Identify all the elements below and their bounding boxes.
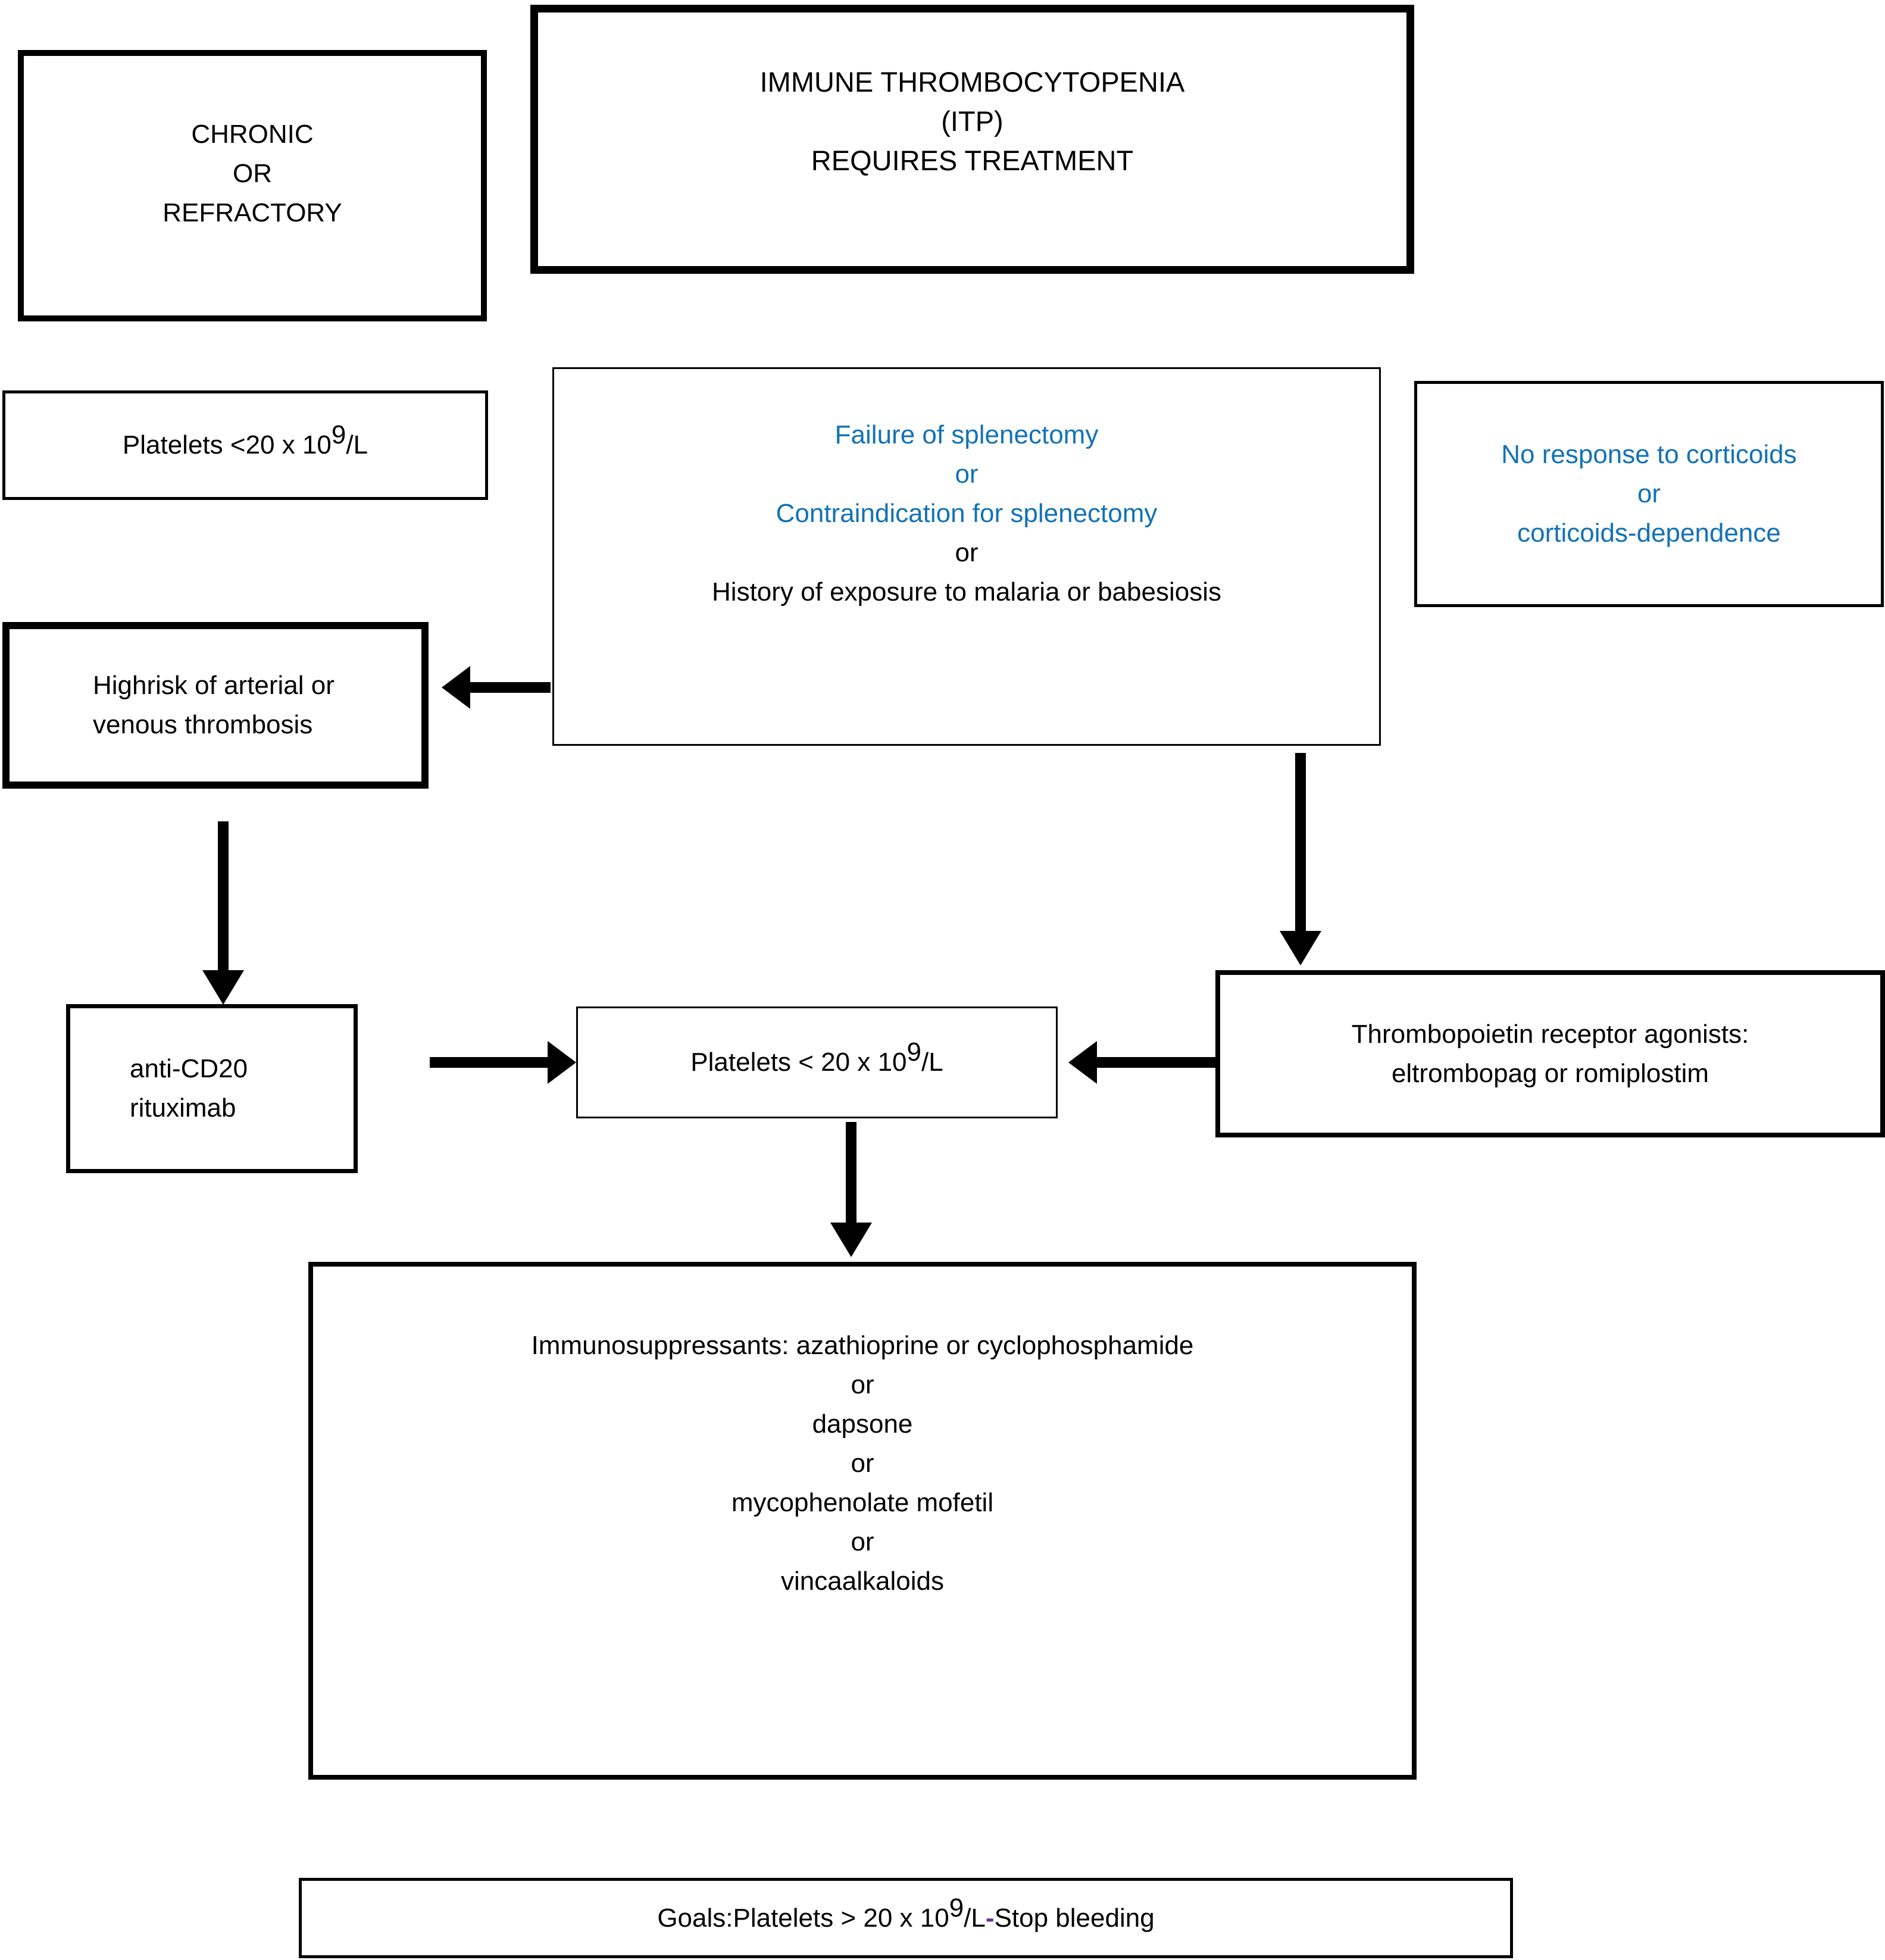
arrow-shaft: [470, 682, 551, 693]
superscript-9: 9: [331, 420, 346, 450]
text-line: eltrombopag or romiplostim: [1391, 1058, 1709, 1088]
arrowhead-left-icon: [442, 666, 470, 709]
text-line: corticoids-dependence: [1517, 518, 1781, 548]
arrow-shaft: [218, 821, 229, 970]
text-line: (ITP): [941, 105, 1004, 137]
text-line: History of exposure to malaria or babesi…: [712, 577, 1221, 607]
arrowhead-right-icon: [548, 1041, 576, 1084]
text-line: Immunosuppressants: azathioprine or cycl…: [531, 1331, 1194, 1360]
text-line: or: [1637, 479, 1661, 508]
text-line: dapsone: [812, 1409, 913, 1439]
text-line: or: [955, 459, 979, 489]
arrow-highrisk-to-anticd20: [202, 821, 244, 1005]
no-response-corticoids-box: No response to corticoids or corticoids-…: [1414, 381, 1884, 607]
arrow-shaft: [1097, 1057, 1217, 1068]
arrowhead-left-icon: [1068, 1041, 1097, 1084]
text-line: or: [851, 1370, 874, 1399]
arrow-shaft: [846, 1122, 856, 1223]
text-line: REFRACTORY: [162, 198, 342, 227]
text-line: Contraindication for splenectomy: [776, 499, 1158, 528]
arrowhead-down-icon: [830, 1223, 872, 1257]
platelets-below-20-left-box: Platelets <20 x 109/L: [2, 390, 488, 500]
text-line: anti-CD20: [130, 1054, 248, 1083]
text-line: Goals:Platelets > 20 x 109/L-Stop bleedi…: [657, 1893, 1155, 1933]
text-line: or: [851, 1449, 874, 1478]
immunosuppressants-box: Immunosuppressants: azathioprine or cycl…: [308, 1262, 1417, 1780]
text-line: Highrisk of arterial or: [93, 671, 335, 700]
arrow-tpo-to-platelets: [1068, 1041, 1217, 1084]
text-line: REQUIRES TREATMENT: [811, 145, 1134, 176]
text-line: IMMUNE THROMBOCYTOPENIA: [759, 66, 1185, 98]
text-line: Platelets <20 x 109/L: [122, 420, 368, 459]
arrow-shaft: [1295, 753, 1306, 931]
text-line: OR: [233, 159, 272, 188]
highrisk-thrombosis-box: Highrisk of arterial or venous thrombosi…: [2, 622, 429, 789]
text-line: CHRONIC: [191, 120, 314, 149]
text-line: vincaalkaloids: [781, 1567, 944, 1596]
splenectomy-criteria-box: Failure of splenectomy or Contraindicati…: [552, 367, 1381, 746]
text-line: or: [955, 538, 979, 567]
platelets-below-20-center-box: Platelets < 20 x 109/L: [576, 1006, 1058, 1118]
arrow-shaft: [430, 1057, 548, 1068]
arrow-criteria-to-highrisk: [442, 666, 551, 709]
arrowhead-down-icon: [202, 970, 244, 1005]
text-line: mycophenolate mofetil: [731, 1488, 994, 1517]
text-line: Failure of splenectomy: [834, 420, 1099, 449]
arrow-criteria-to-tpo: [1280, 753, 1321, 965]
arrow-platelets-to-immunosuppressants: [830, 1122, 872, 1257]
text-line: or: [851, 1527, 874, 1556]
text-line: Thrombopoietin receptor agonists:: [1351, 1019, 1749, 1049]
text-line: No response to corticoids: [1501, 440, 1797, 469]
arrowhead-down-icon: [1280, 931, 1321, 965]
text-line: venous thrombosis: [93, 710, 313, 739]
purple-hyphen: -: [985, 1903, 995, 1933]
superscript-9: 9: [949, 1893, 964, 1923]
text-line: Platelets < 20 x 109/L: [690, 1037, 943, 1077]
arrow-anticd20-to-platelets: [430, 1041, 576, 1084]
text-line: rituximab: [130, 1093, 236, 1123]
chronic-or-refractory-box: CHRONIC OR REFRACTORY: [18, 50, 487, 321]
treatment-goals-box: Goals:Platelets > 20 x 109/L-Stop bleedi…: [299, 1878, 1513, 1958]
tpo-receptor-agonists-box: Thrombopoietin receptor agonists: eltrom…: [1215, 970, 1885, 1137]
superscript-9: 9: [906, 1037, 922, 1067]
anti-cd20-rituximab-box: anti-CD20 rituximab: [66, 1004, 358, 1173]
itp-requires-treatment-box: IMMUNE THROMBOCYTOPENIA (ITP) REQUIRES T…: [530, 5, 1414, 274]
